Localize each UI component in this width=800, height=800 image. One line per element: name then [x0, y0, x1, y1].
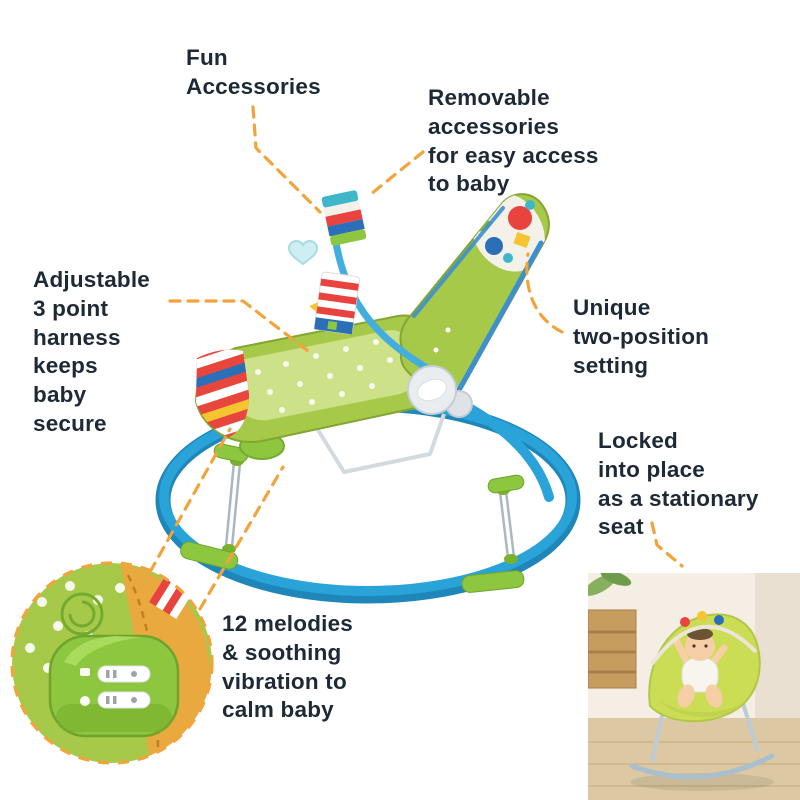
heart-toy — [287, 240, 319, 266]
connector-harness — [168, 299, 310, 353]
connector-two-position — [525, 252, 564, 334]
callout-adjustable-harness: Adjustable 3 point harness keeps baby se… — [33, 267, 151, 436]
inset-dashed-ring — [10, 561, 214, 765]
kickstand-wire — [316, 413, 446, 474]
bouncer-illustration — [155, 190, 581, 604]
connector-melodies-bottom — [198, 465, 285, 611]
connector-locked — [650, 521, 684, 568]
callout-locked-stationary: Locked into place as a stationary seat — [598, 428, 759, 540]
stationary-seat-photo — [588, 573, 800, 800]
photo-toy-bar — [650, 611, 758, 666]
photo-baby — [672, 628, 728, 708]
vibration-button — [97, 665, 151, 683]
inset-snail-outline — [60, 592, 104, 636]
callout-removable-accessories: Removable accessories for easy access to… — [428, 85, 599, 197]
connector-fun-accessories — [251, 105, 322, 214]
seat-pad-dots — [255, 339, 393, 413]
connector-removable — [369, 150, 425, 196]
toy-bar — [287, 190, 434, 374]
vibration-control-inset — [10, 561, 214, 765]
melody-button — [97, 691, 151, 709]
callout-connectors — [148, 105, 684, 611]
right-spring — [496, 485, 518, 564]
photo-seat-lip — [660, 700, 744, 717]
connector-melodies-top — [148, 427, 232, 574]
vibration-control-pod — [48, 634, 180, 738]
inset-polka-dots — [25, 581, 125, 673]
photo-crate — [588, 609, 637, 689]
callout-fun-accessories: Fun Accessories — [186, 45, 321, 99]
left-spring — [222, 456, 244, 554]
photo-plant — [588, 573, 632, 596]
stacked-block-toy — [321, 190, 367, 246]
seat-pad — [194, 314, 449, 443]
callout-melodies-vibration: 12 melodies & soothing vibration to calm… — [222, 611, 354, 723]
callout-two-position: Unique two-position setting — [573, 295, 710, 378]
recline-hub — [407, 365, 473, 418]
soft-book-toy — [309, 271, 360, 335]
